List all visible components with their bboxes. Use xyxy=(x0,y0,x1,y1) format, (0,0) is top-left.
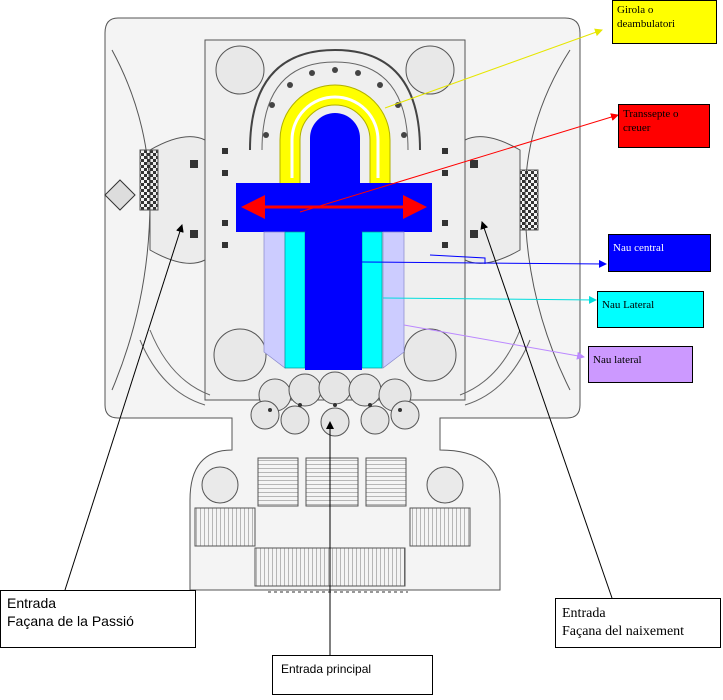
label-nau-lateral-2-text: Nau lateral xyxy=(593,354,642,366)
ambulatory-shape xyxy=(279,84,391,185)
label-facana-naixement-line2: Façana del naixement xyxy=(562,624,685,639)
label-facana-naixement: Entrada Façana del naixement xyxy=(555,598,721,648)
label-girola-line2: deambulatori xyxy=(617,18,676,30)
label-transsepte-line2: creuer xyxy=(623,122,651,134)
leader-lines xyxy=(64,28,619,655)
lateral-nave-inner-right xyxy=(361,231,383,369)
apse-shape xyxy=(310,113,360,184)
label-transsepte: Transsepte o creuer xyxy=(618,104,710,148)
label-facana-passio: Entrada Façana de la Passió xyxy=(0,590,196,648)
label-girola: Girola o deambulatori xyxy=(612,0,717,44)
label-nau-central-text: Nau central xyxy=(613,242,664,254)
label-entrada-principal: Entrada principal xyxy=(272,655,433,695)
lateral-nave-outer-right xyxy=(382,231,405,369)
label-facana-passio-line1: Entrada xyxy=(7,595,57,611)
lateral-nave-inner-left xyxy=(284,231,306,369)
central-nave-shape xyxy=(305,232,362,370)
label-nau-lateral-1-text: Nau Lateral xyxy=(602,299,655,311)
plan-overlay xyxy=(236,84,432,370)
label-nau-central: Nau central xyxy=(608,234,711,272)
label-girola-line1: Girola o xyxy=(617,4,654,16)
label-facana-passio-line2: Façana de la Passió xyxy=(7,613,134,629)
label-entrada-principal-text: Entrada principal xyxy=(281,662,372,676)
label-nau-lateral-2: Nau lateral xyxy=(588,346,693,383)
lateral-nave-outer-left xyxy=(263,231,286,369)
label-transsepte-line1: Transsepte o xyxy=(623,108,679,120)
label-nau-lateral-1: Nau Lateral xyxy=(597,291,704,328)
label-facana-naixement-line1: Entrada xyxy=(562,606,606,621)
